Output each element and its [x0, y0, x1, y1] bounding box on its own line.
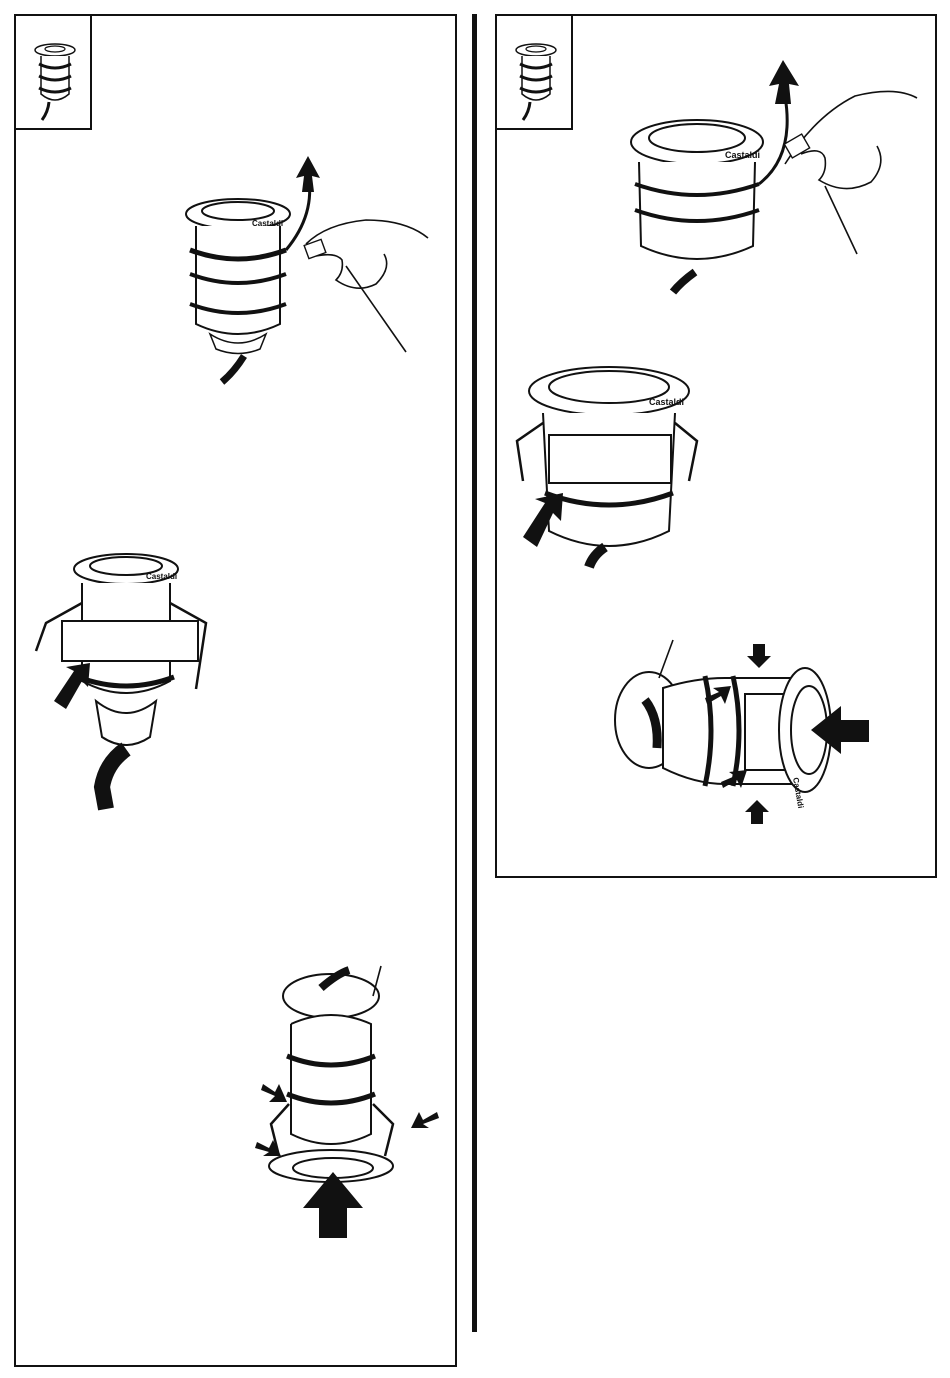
product-thumbnail [16, 16, 92, 130]
arrow-small-icon-4 [745, 800, 769, 824]
arrow-right-icon [54, 663, 90, 709]
column-divider [472, 14, 477, 1332]
figure-fit-clips-large: Castaldi [509, 351, 709, 571]
figure-pull-ring-large: Castaldi [625, 46, 925, 296]
product-thumbnail-right [497, 16, 573, 130]
arrow-up-icon [296, 156, 320, 192]
left-instruction-panel: Castaldi Castaldi [14, 14, 457, 1367]
spotlight-thumbnail-icon [16, 16, 92, 130]
brand-label-4: Castaldi [649, 397, 684, 407]
spotlight-thumbnail-icon [497, 16, 573, 130]
figure-insert-up [241, 944, 451, 1244]
arrow-small-icon [747, 644, 771, 668]
arrow-small-icon [261, 1084, 287, 1102]
figure-pull-ring: Castaldi [166, 144, 446, 384]
arrow-up-icon [769, 60, 799, 104]
figure-insert-side: Castaldi [605, 638, 875, 828]
right-instruction-panel: Castaldi Castaldi Castaldi [495, 14, 937, 878]
brand-label-3: Castaldi [725, 150, 760, 160]
figure-fit-clips: Castaldi [26, 541, 226, 811]
brand-label-2: Castaldi [146, 572, 177, 581]
arrow-small-icon-3 [411, 1112, 439, 1128]
